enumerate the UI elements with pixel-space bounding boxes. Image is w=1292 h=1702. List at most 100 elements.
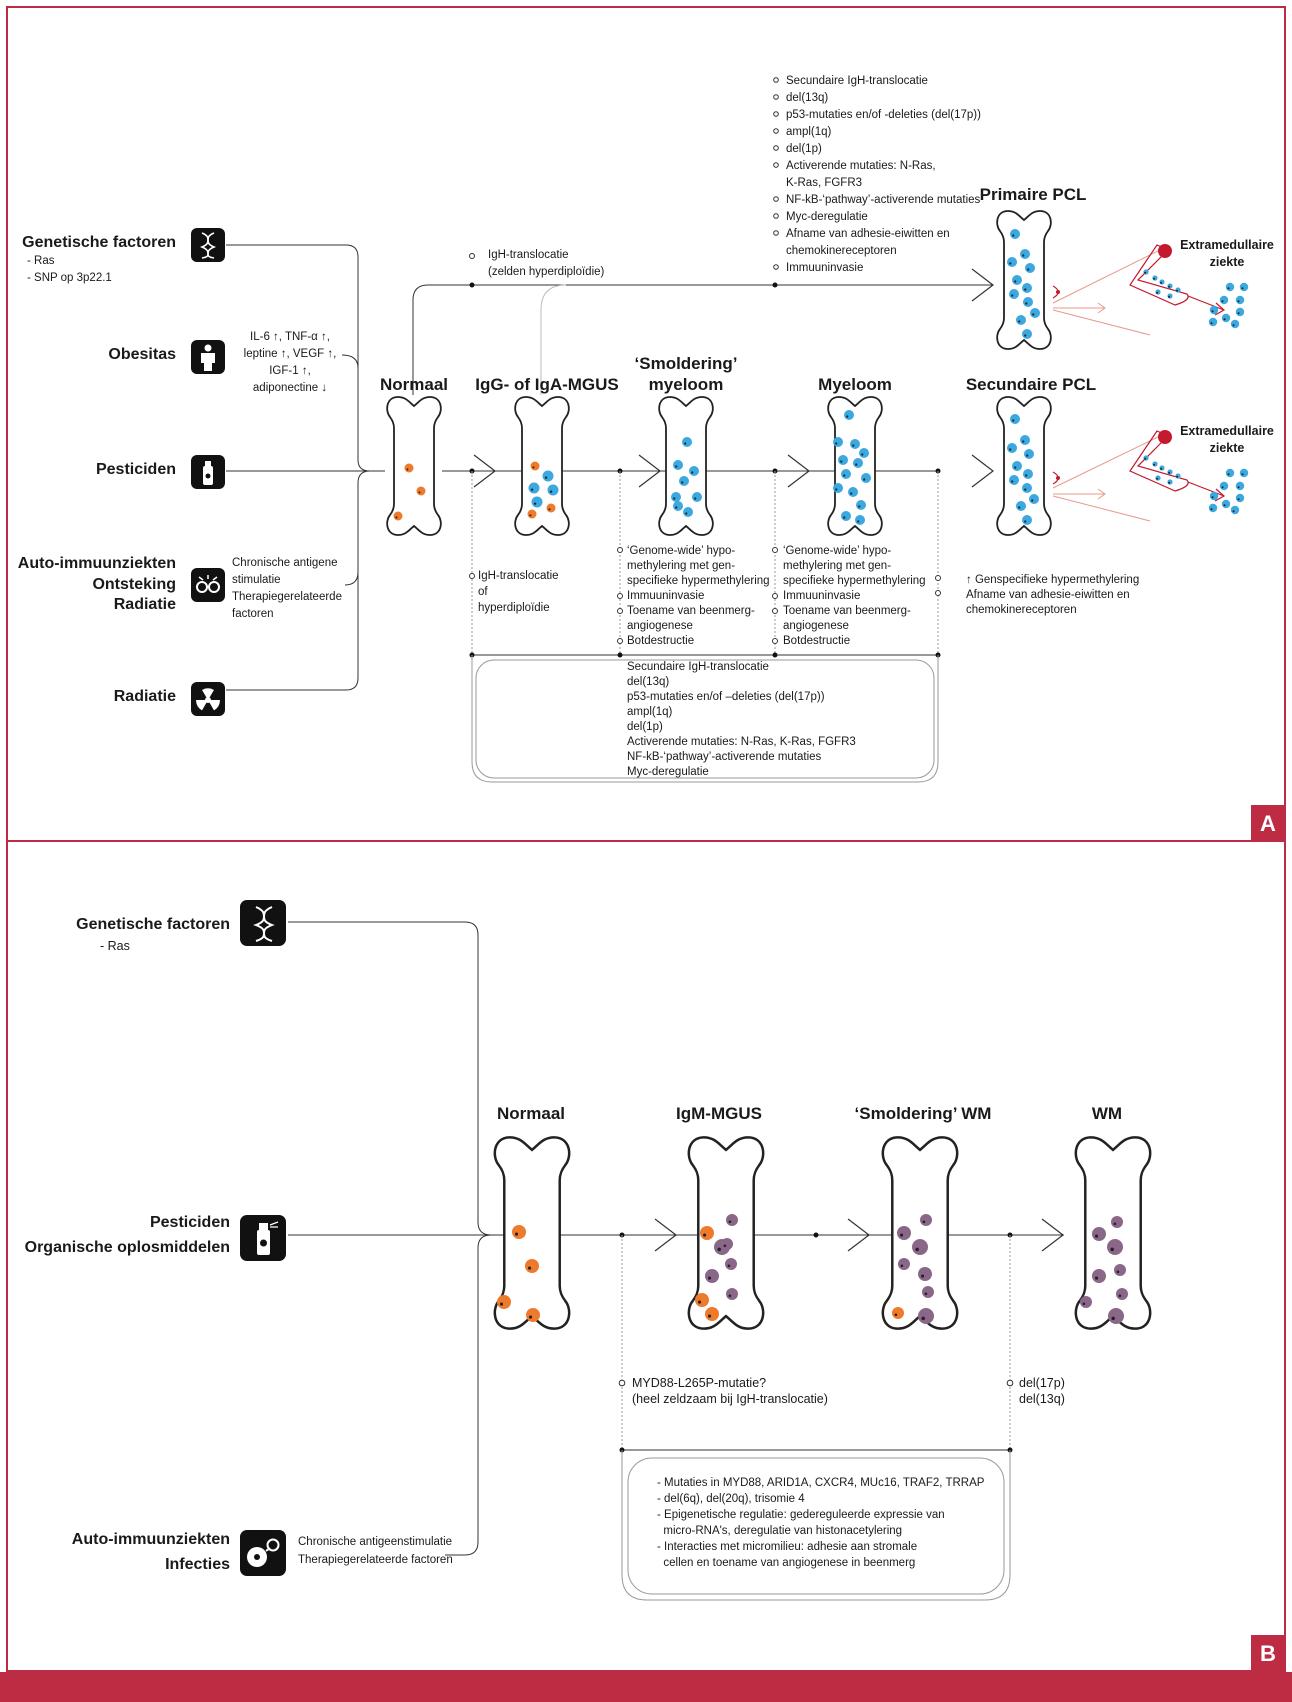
myeloma-cell-nucleus [1031,499,1034,502]
myeloma-cell [1009,289,1019,299]
bone-secondary-pcl [996,396,1052,536]
wm-cell-nucleus [900,1233,904,1237]
list-bullet [773,213,779,219]
myeloma-cell-nucleus [1022,254,1025,257]
myeloma-cell [1010,414,1020,424]
myeloma-cell [1208,317,1218,327]
wm-cell-nucleus [717,1247,721,1252]
a-factor-pesticides-title: Pesticiden [96,461,176,478]
myeloma-cell [682,437,692,447]
radiation-icon [191,682,225,716]
myeloma-cell-nucleus [1210,508,1213,511]
normal-cell-nucleus [500,1302,504,1306]
myeloma-cell [838,455,848,465]
myeloma-cell-nucleus [863,478,866,481]
myeloma-cell [1167,293,1173,299]
myeloma-cell-nucleus [1024,334,1027,337]
myeloma-cell [853,458,863,468]
wm-cell-nucleus [728,1294,732,1298]
myeloma-cell [850,439,860,449]
myeloma-cell-nucleus [1227,473,1230,476]
myeloma-cell [833,483,843,493]
wm-cell [918,1267,932,1281]
wm-cell [1080,1296,1092,1308]
myeloma-cell [1030,308,1040,318]
dna-icon [240,900,286,946]
a-extramedullary-top [1052,244,1226,336]
normal-cell-nucleus [698,1300,702,1304]
myeloma-cell-nucleus [1022,440,1025,443]
wm-cell-nucleus [1111,1316,1115,1321]
wm-cell-nucleus [1095,1234,1099,1238]
myeloma-cell [1239,282,1249,292]
myeloma-cell [692,492,702,502]
wm-cell-nucleus [1095,1276,1099,1280]
wm-cell [1114,1264,1126,1276]
wm-cell-nucleus [727,1264,731,1268]
myeloma-cell [1143,269,1149,275]
myeloma-cell-nucleus [1232,510,1235,513]
list-bullet [773,77,779,83]
wm-cell [920,1214,932,1226]
myeloma-cell [679,476,689,486]
myeloma-cell-nucleus [852,444,855,447]
myeloma-cell-nucleus [843,474,846,477]
normal-cell-nucleus [894,1313,898,1317]
myeloma-cell-nucleus [1221,300,1224,303]
a-stage-normal-title: Normaal [380,375,448,394]
myeloma-cell [1235,481,1245,491]
b-mutation-box [627,1457,1005,1595]
wm-cell-nucleus [924,1292,928,1296]
myeloma-cell [1209,305,1219,315]
a-stage-mgus-title: IgG- of IgA-MGUS [475,375,619,394]
badge-b [1251,1635,1285,1671]
myeloma-cell [1143,455,1149,461]
normal-cell [700,1226,714,1240]
myeloma-cell [1024,449,1034,459]
myeloma-cell [673,460,683,470]
normal-cell-nucleus [395,516,398,519]
myeloma-cell-nucleus [681,481,684,484]
wm-cell [1116,1288,1128,1300]
myeloma-cell [1022,483,1032,493]
myeloma-cell [671,492,681,502]
myeloma-cell [1219,481,1229,491]
normal-cell-nucleus [532,466,535,469]
person-icon [191,340,225,374]
wm-cell [726,1288,738,1300]
spray-can-icon [191,455,225,489]
myeloma-cell-nucleus [1211,496,1214,499]
myeloma-cell-nucleus [675,506,678,509]
normal-cell-nucleus [418,491,421,494]
myeloma-cell-nucleus [1156,291,1159,294]
myeloma-cell [1022,283,1032,293]
myeloma-cell-nucleus [1012,419,1015,422]
a-box-list: Secundaire IgH-translocatie del(13q) p53… [627,661,859,778]
myeloma-cell [1029,494,1039,504]
wm-cell-nucleus [921,1274,925,1278]
myeloma-cell [1235,295,1245,305]
b-stage-wm-title: WM [1092,1104,1122,1123]
myeloma-cell [1167,479,1173,485]
myeloma-cell [1225,282,1235,292]
myeloma-cell-nucleus [861,453,864,456]
myeloma-cell-nucleus [544,476,548,479]
myeloma-cell [1155,289,1161,295]
myeloma-cell [856,500,866,510]
myeloma-cell [1167,283,1173,289]
myeloma-cell-nucleus [530,488,534,491]
myeloma-cell [673,501,683,511]
normal-cell [497,1295,511,1309]
inflammation-icon [191,568,225,602]
myeloma-cell-nucleus [1210,322,1213,325]
myeloma-cell [1020,435,1030,445]
myeloma-cell-nucleus [694,497,697,500]
bone-mgus-a [514,396,570,536]
myeloma-cell-nucleus [1025,474,1028,477]
myeloma-cell-nucleus [1176,289,1179,292]
myeloma-cell-nucleus [675,465,678,468]
wm-cell-nucleus [1110,1247,1114,1252]
myeloma-cell [1025,263,1035,273]
